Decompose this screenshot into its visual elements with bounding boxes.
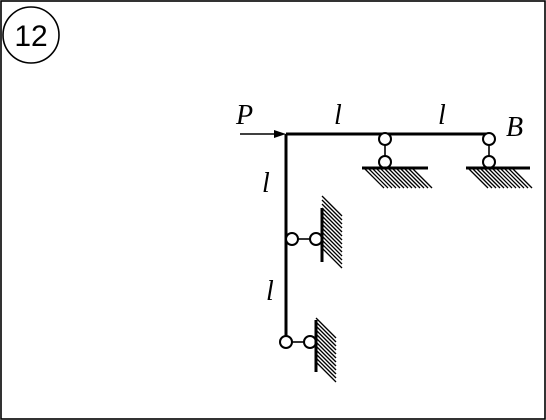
hinge-left bbox=[279, 335, 293, 349]
hatch-mark bbox=[321, 211, 343, 233]
hatch-mark bbox=[511, 167, 533, 189]
hatch-mark bbox=[367, 167, 389, 189]
problem-number-circle bbox=[2, 6, 60, 64]
hatch-mark bbox=[315, 341, 337, 363]
hatch-mark bbox=[379, 167, 401, 189]
hatch-mark bbox=[475, 167, 497, 189]
hinge-top bbox=[482, 132, 496, 146]
hatch-mark bbox=[315, 321, 337, 343]
hatch-mark bbox=[321, 235, 343, 257]
hatch-mark bbox=[467, 167, 489, 189]
hatch-mark bbox=[471, 167, 493, 189]
hatch-mark bbox=[495, 167, 517, 189]
hatch-mark bbox=[315, 337, 337, 359]
hinge-right bbox=[309, 232, 323, 246]
hatch-mark bbox=[321, 231, 343, 253]
span-label-left-2: l bbox=[266, 276, 274, 307]
hatch-mark bbox=[315, 353, 337, 375]
hatch-mark bbox=[315, 317, 337, 339]
hatch-mark bbox=[321, 223, 343, 245]
hatch-mark bbox=[407, 167, 429, 189]
support-left-upper bbox=[285, 195, 343, 269]
node-b-label: B bbox=[506, 112, 523, 143]
hatch-mark bbox=[321, 215, 343, 237]
hatch-mark bbox=[375, 167, 397, 189]
wall-hatch bbox=[321, 195, 343, 269]
hinge-left bbox=[285, 232, 299, 246]
hatch-mark bbox=[363, 167, 385, 189]
span-label-top-2: l bbox=[438, 100, 446, 131]
ground-hatch bbox=[467, 167, 533, 189]
hatch-mark bbox=[503, 167, 525, 189]
hinge-bottom bbox=[482, 155, 496, 169]
hatch-mark bbox=[487, 167, 509, 189]
problem-number-badge: 12 bbox=[2, 6, 60, 64]
hatch-mark bbox=[321, 203, 343, 225]
hatch-mark bbox=[315, 333, 337, 355]
hatch-mark bbox=[315, 357, 337, 379]
hatch-mark bbox=[391, 167, 413, 189]
hatch-mark bbox=[371, 167, 393, 189]
support-left-lower bbox=[279, 317, 337, 383]
hatch-mark bbox=[479, 167, 501, 189]
hatch-mark bbox=[321, 207, 343, 229]
support-top-b bbox=[466, 132, 533, 189]
load-arrow-head bbox=[274, 130, 286, 138]
support-top-middle bbox=[362, 132, 433, 189]
hinge-top bbox=[378, 132, 392, 146]
hatch-mark bbox=[315, 329, 337, 351]
hatch-mark bbox=[321, 243, 343, 265]
hatch-mark bbox=[507, 167, 529, 189]
hatch-mark bbox=[399, 167, 421, 189]
hatch-mark bbox=[491, 167, 513, 189]
hatch-mark bbox=[315, 325, 337, 347]
hinge-bottom bbox=[378, 155, 392, 169]
hatch-mark bbox=[403, 167, 425, 189]
hatch-mark bbox=[395, 167, 417, 189]
hatch-mark bbox=[321, 239, 343, 261]
wall-hatch bbox=[315, 317, 337, 383]
hatch-mark bbox=[321, 227, 343, 249]
ground-hatch bbox=[363, 167, 433, 189]
hatch-mark bbox=[321, 195, 343, 217]
hatch-mark bbox=[321, 219, 343, 241]
load-arrow bbox=[240, 130, 286, 138]
problem-number: 12 bbox=[14, 20, 47, 53]
hatch-mark bbox=[411, 167, 433, 189]
load-label: P bbox=[235, 100, 253, 131]
hatch-mark bbox=[321, 247, 343, 269]
hatch-mark bbox=[321, 199, 343, 221]
span-label-left-1: l bbox=[262, 168, 270, 199]
hatch-mark bbox=[315, 345, 337, 367]
hatch-mark bbox=[387, 167, 409, 189]
hinge-right bbox=[303, 335, 317, 349]
span-label-top-1: l bbox=[334, 100, 342, 131]
hatch-mark bbox=[315, 349, 337, 371]
hatch-mark bbox=[483, 167, 505, 189]
hatch-mark bbox=[315, 361, 337, 383]
hatch-mark bbox=[499, 167, 521, 189]
hatch-mark bbox=[383, 167, 405, 189]
